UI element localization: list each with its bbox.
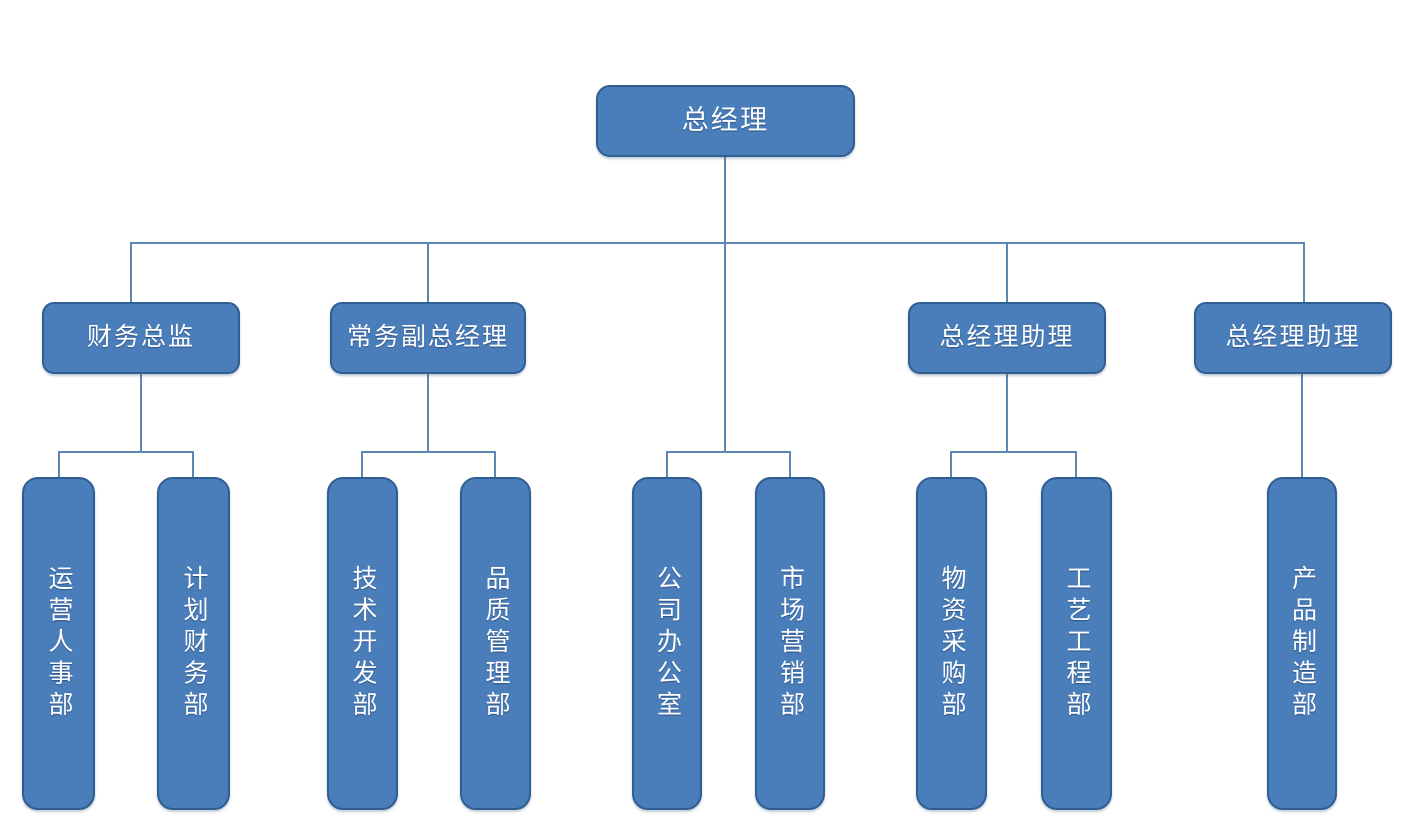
node-label: 品质管理部 (482, 564, 509, 723)
node-general-manager[interactable]: 总经理 (596, 85, 855, 157)
connector-evp-stem (427, 374, 429, 452)
connector-cfo-child-1 (58, 451, 60, 478)
node-label: 物资采购部 (938, 564, 965, 723)
node-label: 公司办公室 (653, 564, 681, 723)
connector-assistant-1-child-1 (950, 451, 952, 478)
connector-drop-assistant-2 (1303, 242, 1305, 303)
node-label: 工艺工程部 (1063, 564, 1090, 723)
node-process-engineering-dept[interactable]: 工艺工程部 (1041, 477, 1112, 810)
node-label: 总经理助理 (939, 324, 1075, 352)
connector-cfo-child-2 (192, 451, 194, 478)
node-label: 产品制造部 (1288, 564, 1316, 723)
node-quality-management-dept[interactable]: 品质管理部 (460, 477, 531, 810)
node-label: 市场营销部 (776, 564, 804, 723)
node-materials-procurement-dept[interactable]: 物资采购部 (916, 477, 987, 810)
connector-gm-direct-bus (666, 451, 790, 453)
node-label: 总经理助理 (1225, 324, 1361, 352)
node-planning-finance-dept[interactable]: 计划财务部 (157, 477, 230, 810)
connector-assistant-1-bus (950, 451, 1076, 453)
connector-drop-evp (427, 242, 429, 303)
connector-evp-child-2 (494, 451, 496, 478)
node-product-manufacturing-dept[interactable]: 产品制造部 (1267, 477, 1337, 810)
node-label: 计划财务部 (180, 564, 207, 723)
node-label: 运营人事部 (45, 564, 72, 723)
connector-assistant-1-child-2 (1075, 451, 1077, 478)
node-marketing-dept[interactable]: 市场营销部 (755, 477, 825, 810)
connector-assistant-1-stem (1006, 374, 1008, 452)
connector-drop-assistant-1 (1006, 242, 1008, 303)
node-label: 技术开发部 (349, 564, 376, 723)
connector-drop-cfo (130, 242, 132, 303)
connector-evp-child-1 (361, 451, 363, 478)
connector-level1-bus (130, 242, 1304, 244)
node-gm-assistant-2[interactable]: 总经理助理 (1194, 302, 1392, 374)
connector-gm-direct-child-1 (666, 451, 668, 478)
connector-assistant-2-stem (1301, 374, 1303, 478)
node-financial-director[interactable]: 财务总监 (42, 302, 240, 374)
node-label: 财务总监 (86, 324, 195, 352)
connector-cfo-bus (58, 451, 194, 453)
node-technical-development-dept[interactable]: 技术开发部 (327, 477, 398, 810)
node-operations-hr-dept[interactable]: 运营人事部 (22, 477, 95, 810)
connector-gm-direct-child-2 (789, 451, 791, 478)
node-gm-assistant-1[interactable]: 总经理助理 (908, 302, 1106, 374)
node-company-office[interactable]: 公司办公室 (632, 477, 702, 810)
connector-cfo-stem (140, 374, 142, 452)
node-label: 总经理 (681, 105, 770, 136)
connector-evp-bus (361, 451, 495, 453)
node-executive-deputy-gm[interactable]: 常务副总经理 (330, 302, 526, 374)
connector-root-stem (724, 157, 726, 452)
node-label: 常务副总经理 (346, 324, 509, 352)
